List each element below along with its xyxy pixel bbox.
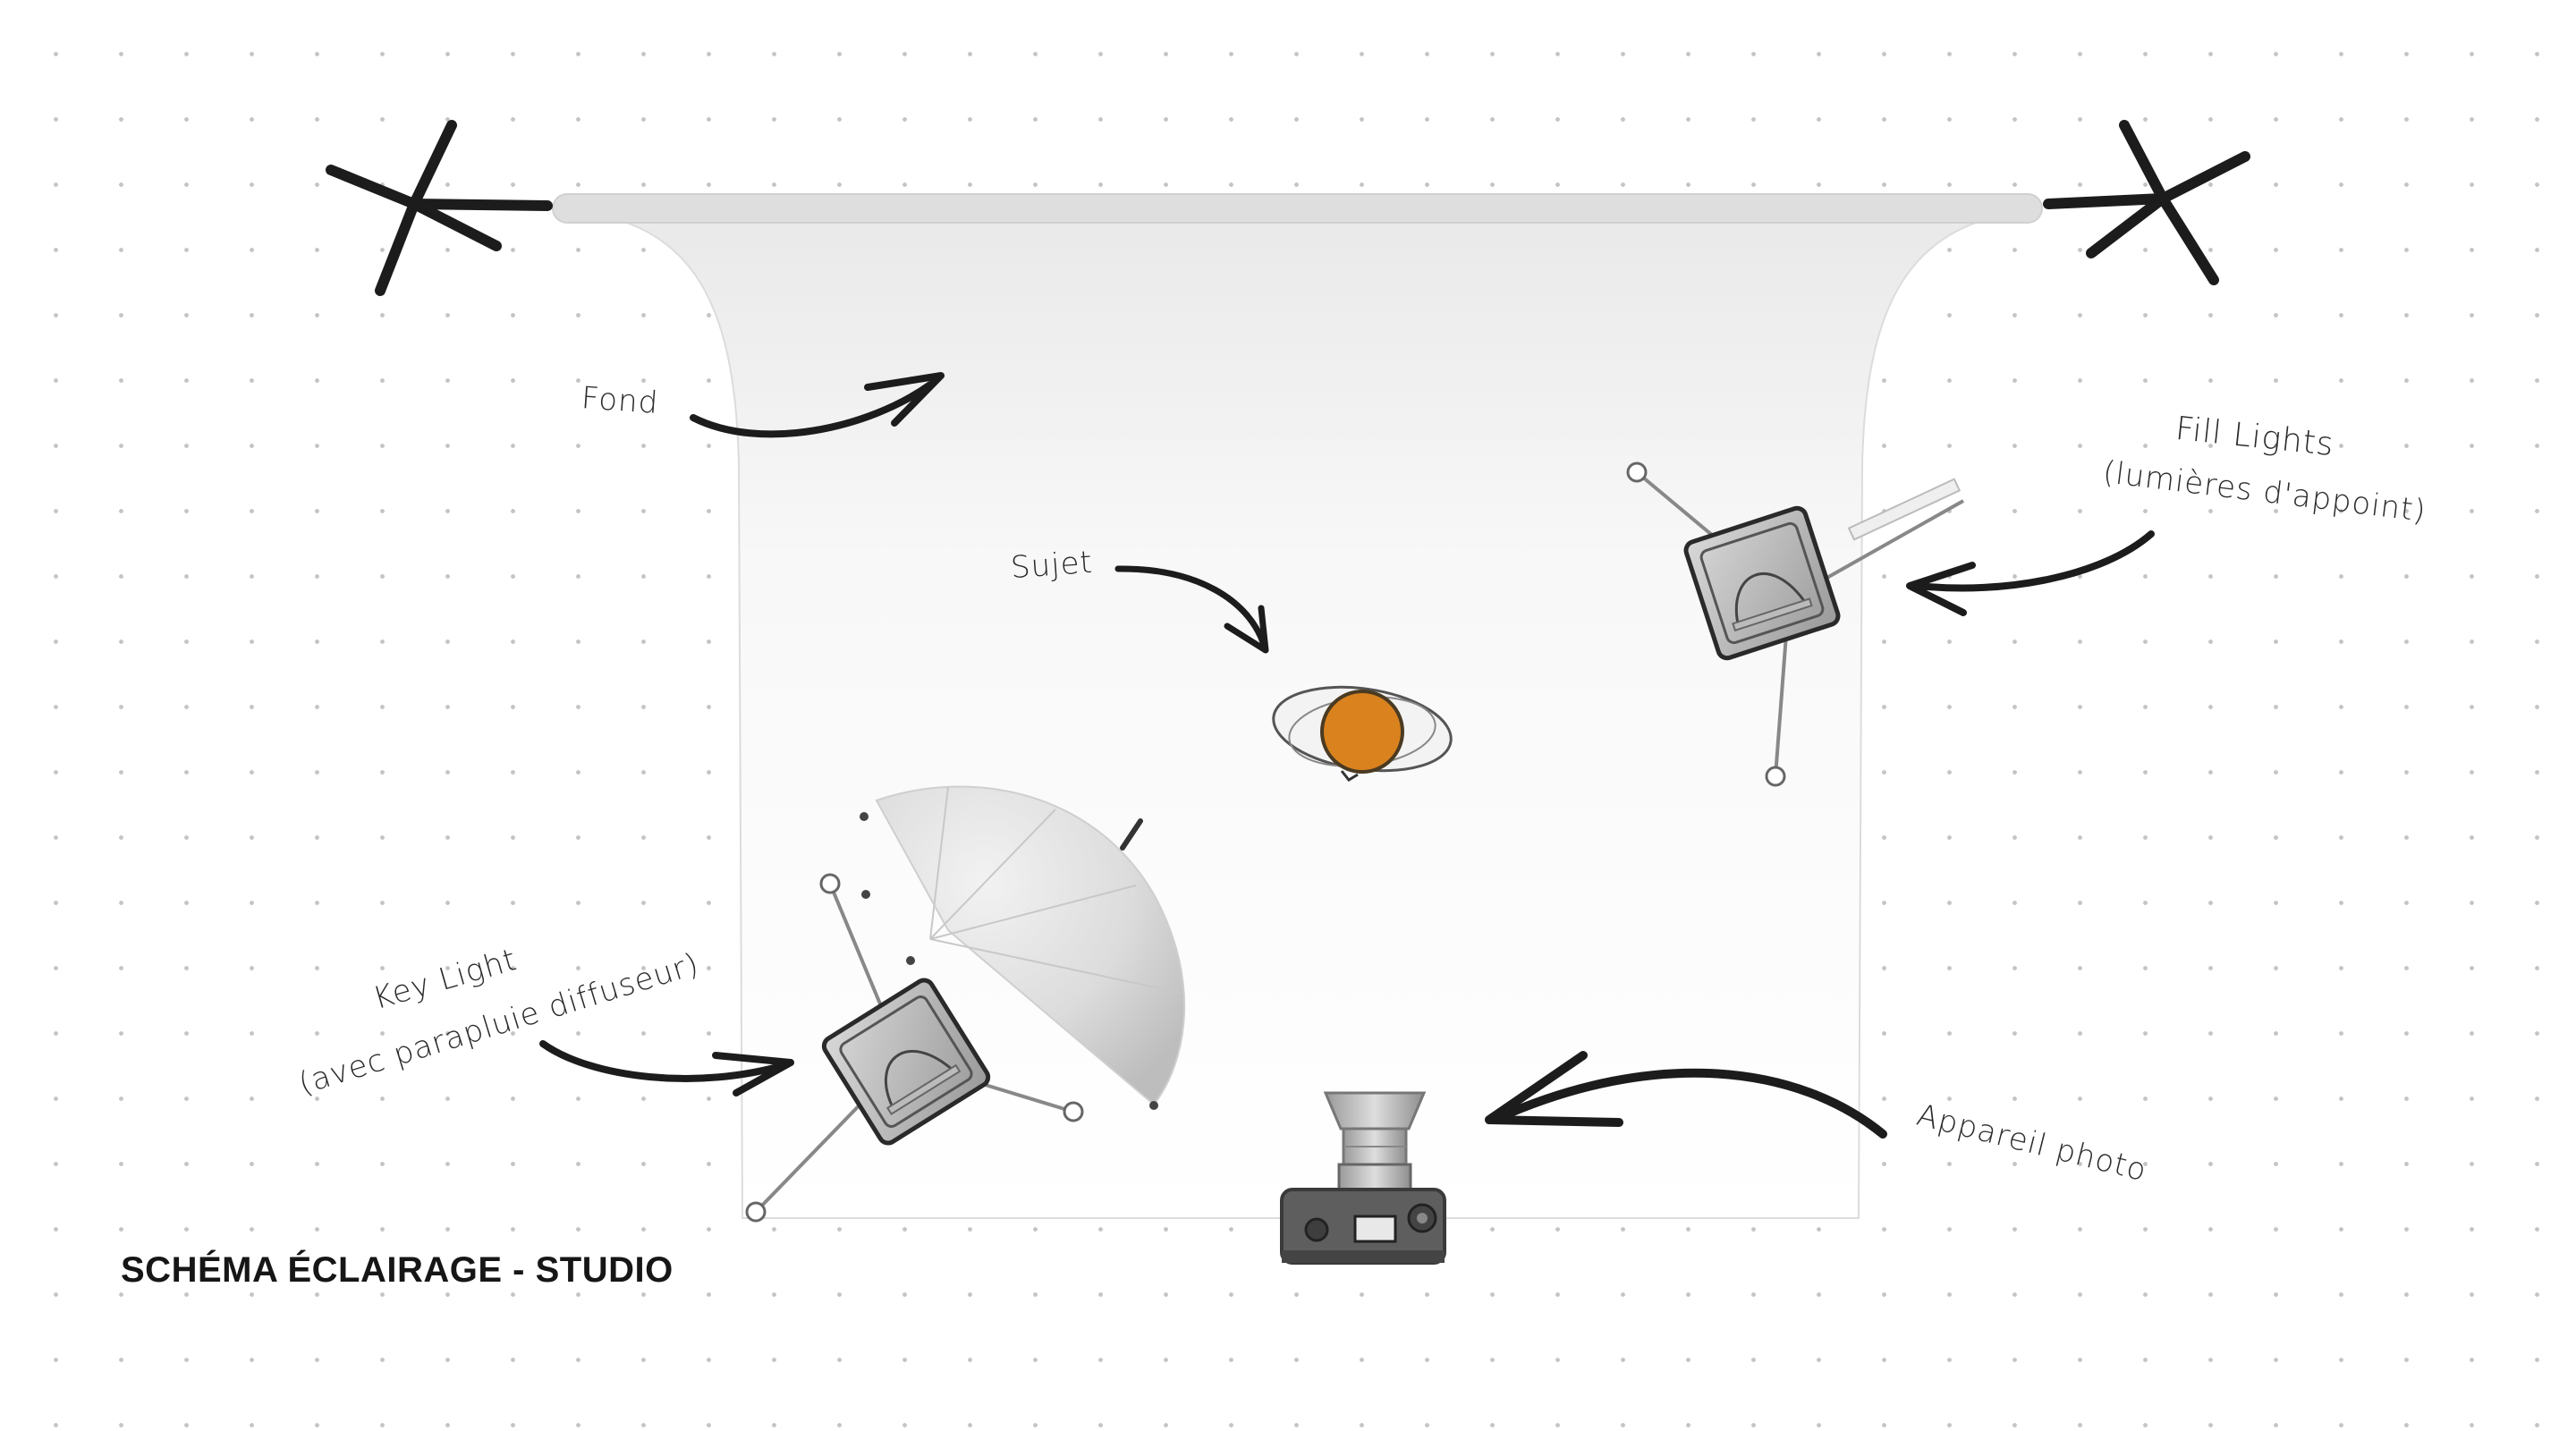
- arrow-fond: [690, 372, 945, 438]
- fill-light: [1626, 461, 1964, 787]
- arrow-sujet: [1114, 565, 1269, 654]
- label-fond: Fond: [580, 380, 660, 421]
- backdrop-roll: [552, 193, 2043, 224]
- diagram-title: SCHÉMA ÉCLAIRAGE - STUDIO: [121, 1250, 674, 1290]
- subject-head: [1320, 690, 1404, 774]
- arrow-camera: [1485, 1051, 1887, 1139]
- subject: [1272, 685, 1453, 782]
- arrow-fill-lights: [1906, 530, 2155, 616]
- arrow-key-light: [539, 1040, 794, 1097]
- backdrop-stand-left: [326, 120, 553, 296]
- key-light: [745, 873, 1084, 1223]
- key-light-umbrella: [860, 785, 1186, 1110]
- backdrop-stand-right: [2043, 120, 2250, 285]
- label-sujet: Sujet: [1009, 544, 1095, 587]
- camera: [1280, 1091, 1446, 1265]
